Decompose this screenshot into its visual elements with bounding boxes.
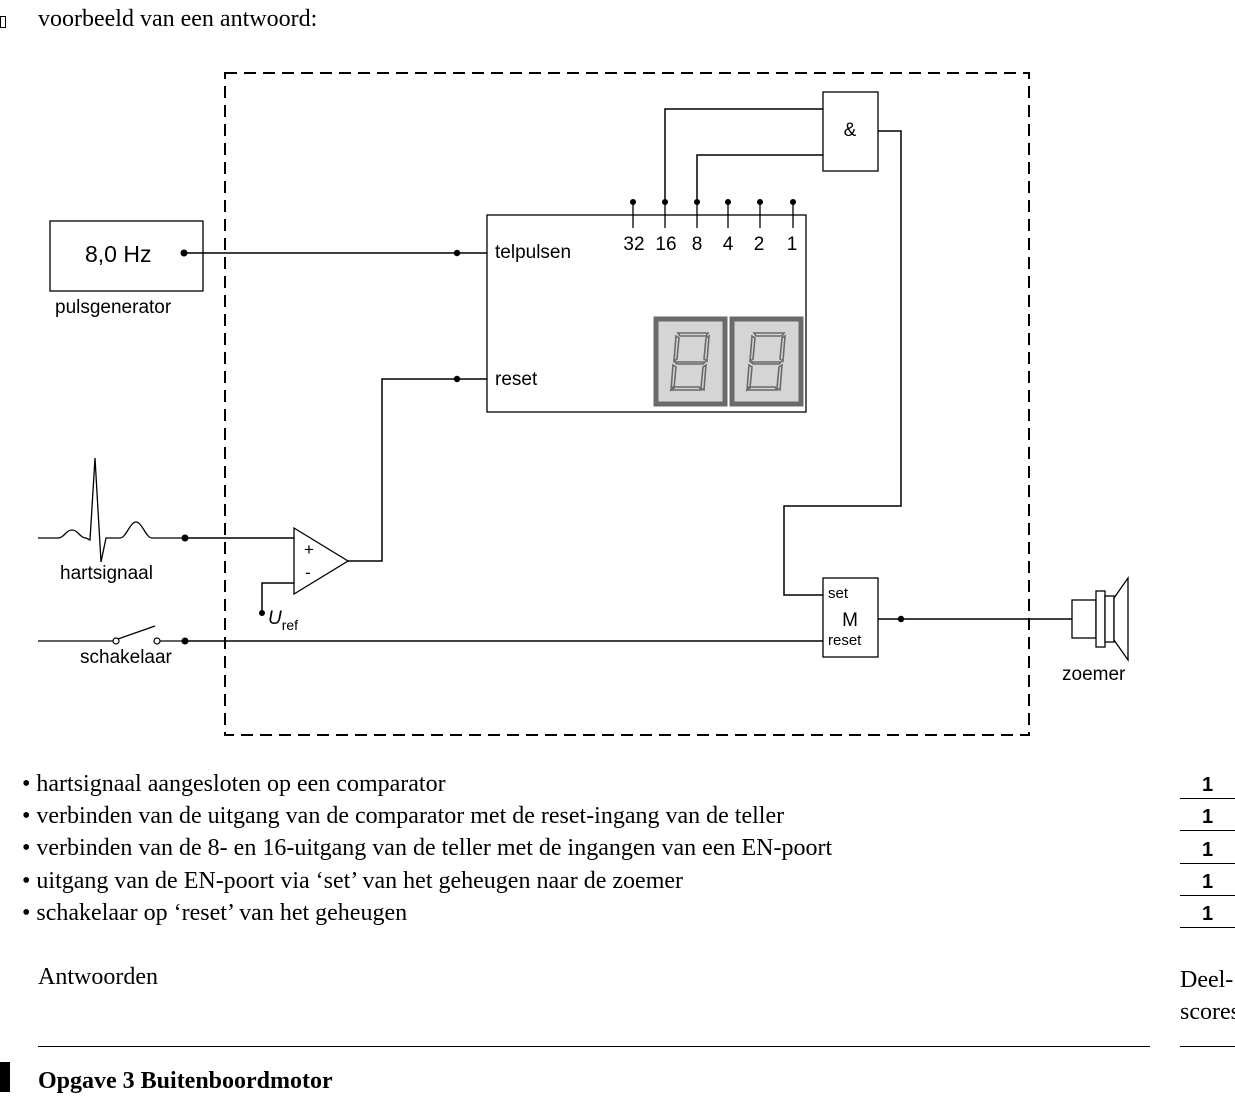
section-marker [0,1062,10,1092]
criterion-points: 1 [1180,839,1235,864]
criterion-text: uitgang van de EN-poort via ‘set’ van he… [36,868,684,894]
switch-label: schakelaar [80,647,173,668]
counter-output-16: 16 [655,234,676,255]
criterion-text: hartsignaal aangesloten op een comparato… [36,771,446,797]
answers-heading: Antwoorden [38,964,158,990]
criterion-text: schakelaar op ‘reset’ van het geheugen [36,900,408,926]
pulse-frequency: 8,0 Hz [85,241,151,267]
criterion-3: • verbinden van de 8- en 16-uitgang van … [22,835,833,861]
pulse-generator-label: pulsgenerator [55,297,172,318]
buzzer-icon: zoemer [1062,575,1129,685]
deelscores-line-1: Deel- [1180,967,1234,993]
deelscores-heading: Deel- scores [1180,964,1235,1028]
heart-signal-waveform: hartsignaal [38,457,189,584]
memory-cell: set M reset [822,577,879,658]
counter: telpulsen reset 32 16 8 4 2 1 [486,199,807,413]
and-gate-symbol: & [844,120,857,141]
criterion-5: • schakelaar op ‘reset’ van het geheugen [22,900,408,926]
criterion-text: verbinden van de 8- en 16-uitgang van de… [36,835,833,861]
divider [1180,1046,1235,1047]
criterion-points: 1 [1180,806,1235,831]
deelscores-line-2: scores [1180,999,1235,1025]
seven-segment-display [653,316,804,407]
intro-text: voorbeeld van een antwoord: [38,6,318,32]
circuit-diagram: 8,0 Hz pulsgenerator telpulsen reset 32 … [38,72,1129,736]
counter-input-telpulsen: telpulsen [495,242,571,263]
next-section-title: Opgave 3 Buitenboordmotor [38,1068,333,1094]
counter-output-2: 2 [754,234,765,255]
uref-label: Uref [268,608,298,633]
counter-output-32: 32 [623,234,644,255]
checkbox-marker [0,16,6,28]
and-gate: & [822,91,879,172]
criterion-text: verbinden van de uitgang van de comparat… [36,803,785,829]
comparator-plus: + [304,540,314,559]
criterion-points: 1 [1180,871,1235,896]
memory-m-label: M [842,610,858,631]
comparator-minus: - [305,563,311,582]
comparator: + - [293,526,350,596]
memory-set-label: set [828,585,849,602]
criterion-points: 1 [1180,774,1235,799]
criterion-2: • verbinden van de uitgang van de compar… [22,803,785,829]
divider [38,1046,1150,1047]
pulse-generator: 8,0 Hz pulsgenerator [49,220,204,318]
system-boundary [224,72,1030,736]
criterion-4: • uitgang van de EN-poort via ‘set’ van … [22,868,684,894]
criterion-points: 1 [1180,903,1235,928]
counter-output-4: 4 [723,234,734,255]
buzzer-label: zoemer [1062,664,1126,685]
counter-output-8: 8 [692,234,703,255]
heart-signal-label: hartsignaal [60,563,153,584]
memory-reset-label: reset [828,632,862,649]
switch: schakelaar [38,625,189,668]
counter-input-reset: reset [495,369,538,390]
counter-output-1: 1 [787,234,798,255]
criterion-1: • hartsignaal aangesloten op een compara… [22,771,446,797]
